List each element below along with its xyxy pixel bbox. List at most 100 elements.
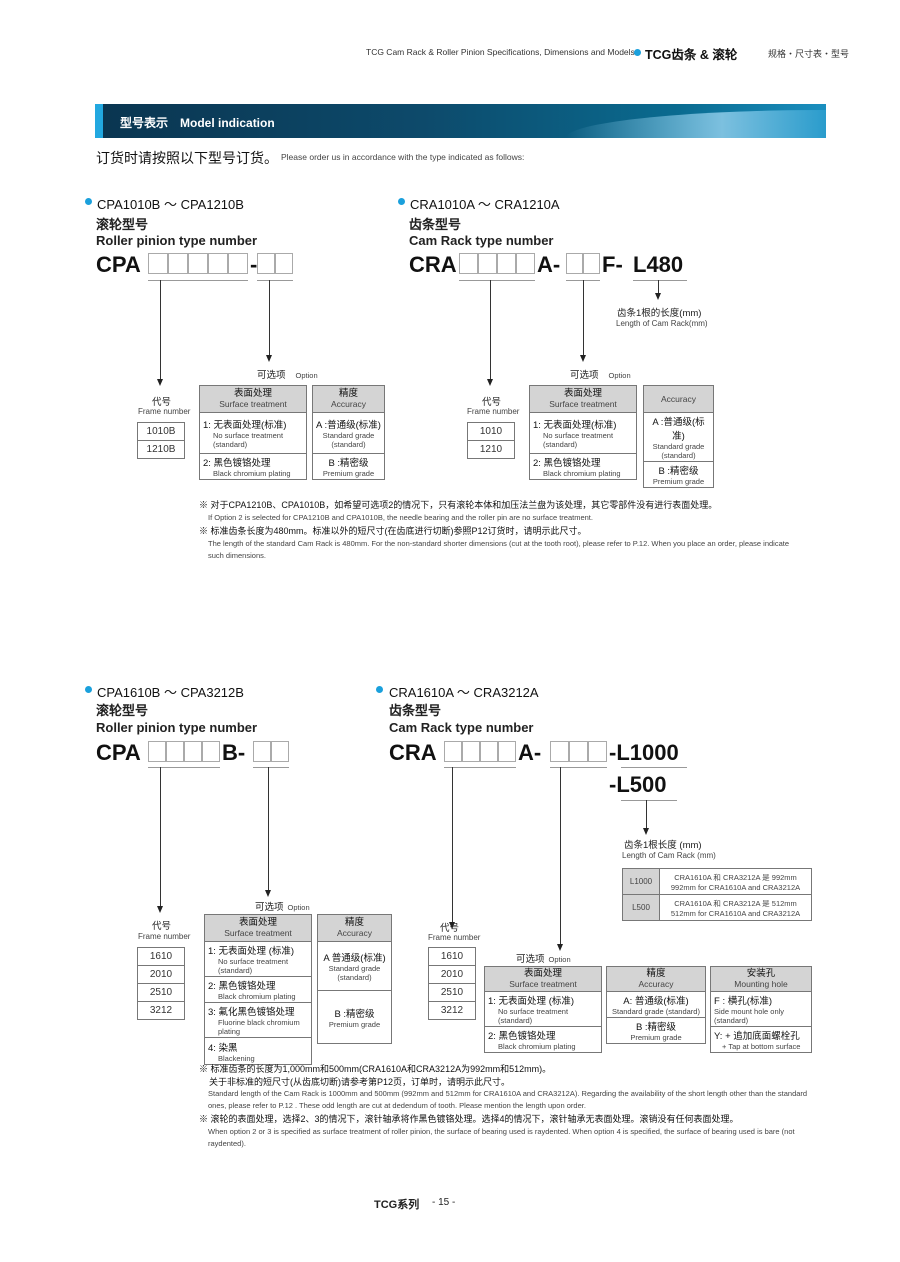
note: 关于非标准的短尺寸(从齿底切断)请参考第P12页，订单时，请明示此尺寸。 [209,1077,511,1087]
code-box [498,741,516,762]
code-box [228,253,248,274]
arrow-down-icon [580,280,586,362]
frame-cell: 1610 [137,947,185,966]
note: If Option 2 is selected for CPA1210B and… [208,513,593,522]
frame-number-table: 1610 2010 2510 3212 [428,947,476,1020]
code-box [588,741,607,762]
s2-range: CRA1010A ～ CRA1210A [410,197,560,212]
code-box [459,253,478,274]
s4-title-en: Cam Rack type number [389,720,534,735]
banner-zh: 型号表示 [120,116,169,130]
frame-number-table: 1010 1210 [467,422,515,459]
bullet-icon [85,198,92,205]
frame-label-en: Frame number [467,407,520,416]
frame-label-en: Frame number [138,407,191,416]
note: The length of the standard Cam Rack is 4… [208,539,790,548]
s3-title-zh: 滚轮型号 [96,703,149,718]
s1-dash: - [250,252,258,277]
arrow-down-icon [557,767,563,951]
frame-cell: 1610 [428,947,476,966]
s4-range: CRA1610A ～ CRA3212A [389,685,539,700]
s3-title-en: Roller pinion type number [96,720,258,735]
underline [148,767,220,768]
s2-prefix: CRA [409,252,457,277]
s1-prefix: CPA [96,252,141,277]
s1-title-zh: 滚轮型号 [96,217,149,232]
code-box [566,253,583,274]
frame-cell: 3212 [137,1001,185,1020]
s4-length-en: Length of Cam Rack (mm) [622,851,716,860]
frame-label-zh: 代号 [482,397,502,408]
s2-f: F- [602,252,623,277]
code-box [253,741,271,762]
bullet-icon [634,49,641,56]
underline [633,280,687,281]
s4-prefix: CRA [389,740,437,765]
arrow-down-icon [655,280,661,300]
s2-title-en: Cam Rack type number [409,233,554,248]
s1-range: CPA1010B ～ CPA1210B [97,197,244,212]
s4-length-1000: -L1000 [609,740,679,765]
footer-series: TCG系列 [374,1199,420,1211]
note: ※ 标准齿条的长度为1,000mm和500mm(CRA1610A和CRA3212… [199,1064,552,1074]
note: ones, please refer to P.12 . These odd l… [208,1101,586,1110]
bullet-icon [376,686,383,693]
s1-title-en: Roller pinion type number [96,233,258,248]
banner-swoosh [566,110,826,138]
underline [459,280,535,281]
code-box [188,253,208,274]
underline [621,767,687,768]
code-box [202,741,220,762]
banner-title: 型号表示 Model indication [120,114,287,131]
underline [621,800,677,801]
code-box [516,253,535,274]
code-box [148,741,166,762]
s2-mid: A- [537,252,561,277]
arrow-down-icon [266,280,272,362]
frame-cell: 1210B [137,440,185,459]
note: ※ 滚轮的表面处理，选择2、3的情况下，滚针轴承将作黑色镀铬处理。选择4的情况下… [199,1114,739,1124]
header-section: 规格・尺寸表・型号 [768,49,850,59]
code-box [480,741,498,762]
code-box [271,741,289,762]
banner-en: Model indication [180,116,275,130]
frame-cell: 1010 [467,422,515,441]
code-box [462,741,480,762]
underline [550,767,607,768]
code-box [208,253,228,274]
s2-length-en: Length of Cam Rack(mm) [616,319,708,328]
code-box [444,741,462,762]
s4-mid: A- [518,740,542,765]
code-box [184,741,202,762]
code-box [168,253,188,274]
frame-label-zh: 代号 [440,923,460,934]
header-en-title: TCG Cam Rack & Roller Pinion Specificati… [366,47,635,57]
banner-stripe [95,104,103,138]
frame-label-en: Frame number [428,933,481,942]
arrow-down-icon [157,767,163,913]
frame-label-zh: 代号 [152,397,172,408]
arrow-down-icon [643,800,649,835]
section-banner: 型号表示 Model indication [95,104,826,138]
frame-cell: 2510 [137,983,185,1002]
underline [253,767,289,768]
s3-mid: B- [222,740,246,765]
header-brand: TCG齿条 & 滚轮 [645,48,738,62]
s4-title-zh: 齿条型号 [389,703,442,718]
bullet-icon [85,686,92,693]
s2-length-zh: 齿条1根的长度(mm) [617,308,702,319]
s3-range: CPA1610B ～ CPA3212B [97,685,244,700]
code-box [478,253,497,274]
code-box [257,253,275,274]
note: ※ 对于CPA1210B、CPA1010B，如希望可选项2的情况下，只有滚轮本体… [199,500,718,510]
code-box [166,741,184,762]
